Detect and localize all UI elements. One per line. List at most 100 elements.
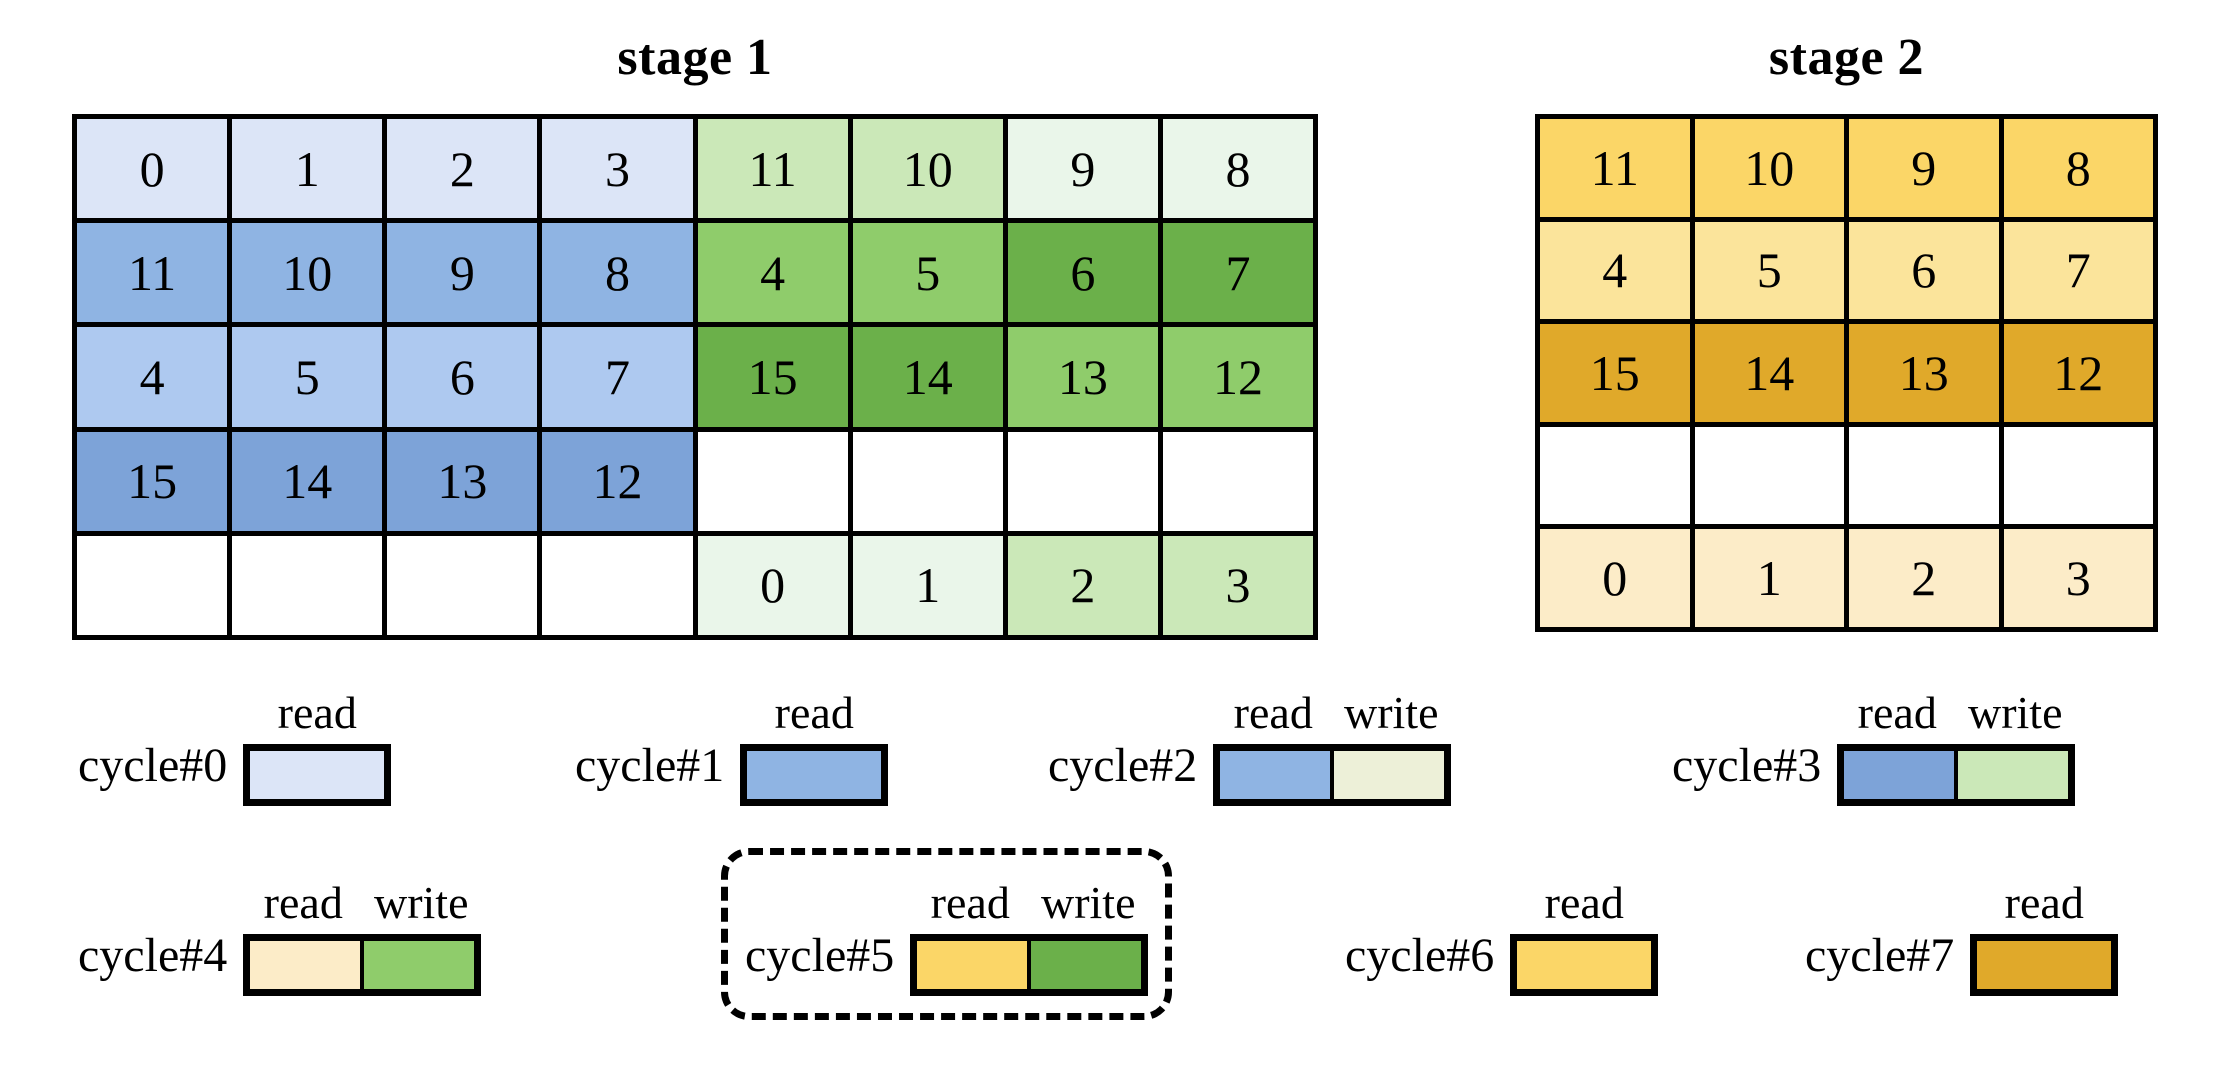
grid-cell: 5 (1694, 221, 1844, 320)
legend-caption-read: read (263, 877, 343, 928)
grid-cell: 1 (852, 535, 1003, 635)
legend-item-cycle-5[interactable]: cycle#5 read write (745, 880, 1149, 996)
grid-cell: 13 (1007, 327, 1158, 427)
legend-swatch[interactable] (1510, 934, 1659, 996)
grid-cell: 15 (697, 327, 848, 427)
legend-item-cycle-1[interactable]: cycle#1 read (575, 687, 889, 806)
legend-swatch-group: read write (1837, 687, 2076, 806)
grid-cell: 7 (2003, 221, 2153, 320)
grid-cell: 10 (852, 119, 1003, 219)
legend-item-cycle-0[interactable]: cycle#0 read (78, 687, 392, 806)
grid-cell-empty (2003, 426, 2153, 525)
legend-caption-read: read (1857, 687, 1937, 738)
legend-swatch-group: read (1970, 880, 2119, 996)
legend-swatch[interactable] (243, 744, 392, 806)
grid-cell-empty (1849, 426, 1999, 525)
legend-cycle-label: cycle#0 (78, 739, 228, 792)
grid-cell-empty (1540, 426, 1690, 525)
grid-cell: 10 (232, 223, 383, 323)
legend-swatch[interactable] (243, 934, 482, 996)
grid-cell: 14 (1694, 324, 1844, 422)
grid-cell: 7 (1162, 223, 1313, 323)
grid-cell: 9 (1849, 119, 1999, 217)
grid-cell-empty (852, 431, 1003, 531)
legend-item-cycle-4[interactable]: cycle#4 read write (78, 877, 482, 996)
legend-captions: read (1973, 880, 2115, 926)
legend-swatch-group: read write (1213, 690, 1452, 806)
grid-cell: 5 (852, 223, 1003, 323)
grid-cell: 11 (77, 223, 228, 323)
legend-swatch-write[interactable] (360, 941, 475, 989)
legend-caption-write: write (1040, 877, 1136, 928)
grid-cell: 6 (387, 327, 538, 427)
legend-swatch[interactable] (910, 934, 1149, 996)
legend-swatch-group: read (243, 687, 392, 806)
legend-cycle-label: cycle#1 (575, 739, 725, 792)
grid-cell: 9 (387, 223, 538, 323)
stage-1-title: stage 1 (617, 29, 773, 86)
stage-2-title: stage 2 (1768, 29, 1925, 86)
legend-cycle-label: cycle#4 (78, 929, 228, 982)
legend-swatch-group: read write (243, 877, 482, 996)
legend-swatch[interactable] (1213, 744, 1452, 806)
legend-swatch-read[interactable] (250, 941, 361, 989)
legend-caption-read: read (774, 687, 854, 738)
grid-cell: 12 (1162, 327, 1313, 427)
legend-captions: read write (1214, 690, 1450, 736)
legend-caption-read: read (930, 877, 1010, 928)
grid-cell: 12 (542, 431, 693, 531)
grid-cell: 1 (232, 119, 383, 219)
grid-cell: 4 (697, 223, 848, 323)
grid-cell: 2 (1007, 535, 1158, 635)
legend-swatch-read[interactable] (1844, 751, 1955, 799)
legend-swatch-read[interactable] (1517, 941, 1652, 989)
grid-cell: 0 (697, 535, 848, 635)
grid-cell: 9 (1007, 119, 1158, 219)
legend-swatch[interactable] (1970, 934, 2119, 996)
legend-swatch-group: read (740, 687, 889, 806)
legend-swatch-read[interactable] (250, 751, 385, 799)
grid-cell-empty (542, 535, 693, 635)
grid-cell: 12 (2003, 324, 2153, 422)
grid-cell: 8 (2003, 119, 2153, 217)
legend-item-cycle-2[interactable]: cycle#2 read write (1048, 690, 1452, 806)
grid-cell: 0 (77, 119, 228, 219)
grid-cell: 6 (1849, 221, 1999, 320)
grid-cell-empty (77, 535, 228, 635)
legend-swatch-read[interactable] (1977, 941, 2112, 989)
grid-cell: 6 (1007, 223, 1158, 323)
grid-cell-empty (387, 535, 538, 635)
grid-cell-empty (1694, 426, 1844, 525)
grid-cell: 10 (1694, 119, 1844, 217)
grid-cell: 3 (1162, 535, 1313, 635)
legend-captions: read write (911, 880, 1147, 926)
legend-caption-write: write (373, 877, 469, 928)
legend-swatch-write[interactable] (1027, 941, 1142, 989)
legend-swatch[interactable] (740, 744, 889, 806)
legend-swatch-read[interactable] (747, 751, 882, 799)
legend-cycle-label: cycle#5 (745, 929, 895, 982)
legend-swatch[interactable] (1837, 744, 2076, 806)
legend-caption-read: read (1544, 877, 1624, 928)
legend-caption-write: write (1343, 687, 1439, 738)
grid-cell: 8 (1162, 119, 1313, 219)
legend-caption-read: read (1233, 687, 1313, 738)
grid-cell: 5 (232, 327, 383, 427)
grid-cell: 3 (542, 119, 693, 219)
legend-caption-read: read (277, 687, 357, 738)
legend-swatch-write[interactable] (1954, 751, 2069, 799)
grid-cell: 2 (387, 119, 538, 219)
grid-cell-empty (1162, 431, 1313, 531)
legend-swatch-write[interactable] (1330, 751, 1445, 799)
legend-swatch-read[interactable] (917, 941, 1028, 989)
legend-swatch-read[interactable] (1220, 751, 1331, 799)
legend-caption-write: write (1967, 687, 2063, 738)
grid-cell: 3 (2003, 529, 2153, 627)
legend-cycle-label: cycle#2 (1048, 739, 1198, 792)
legend-caption-read: read (2004, 877, 2084, 928)
